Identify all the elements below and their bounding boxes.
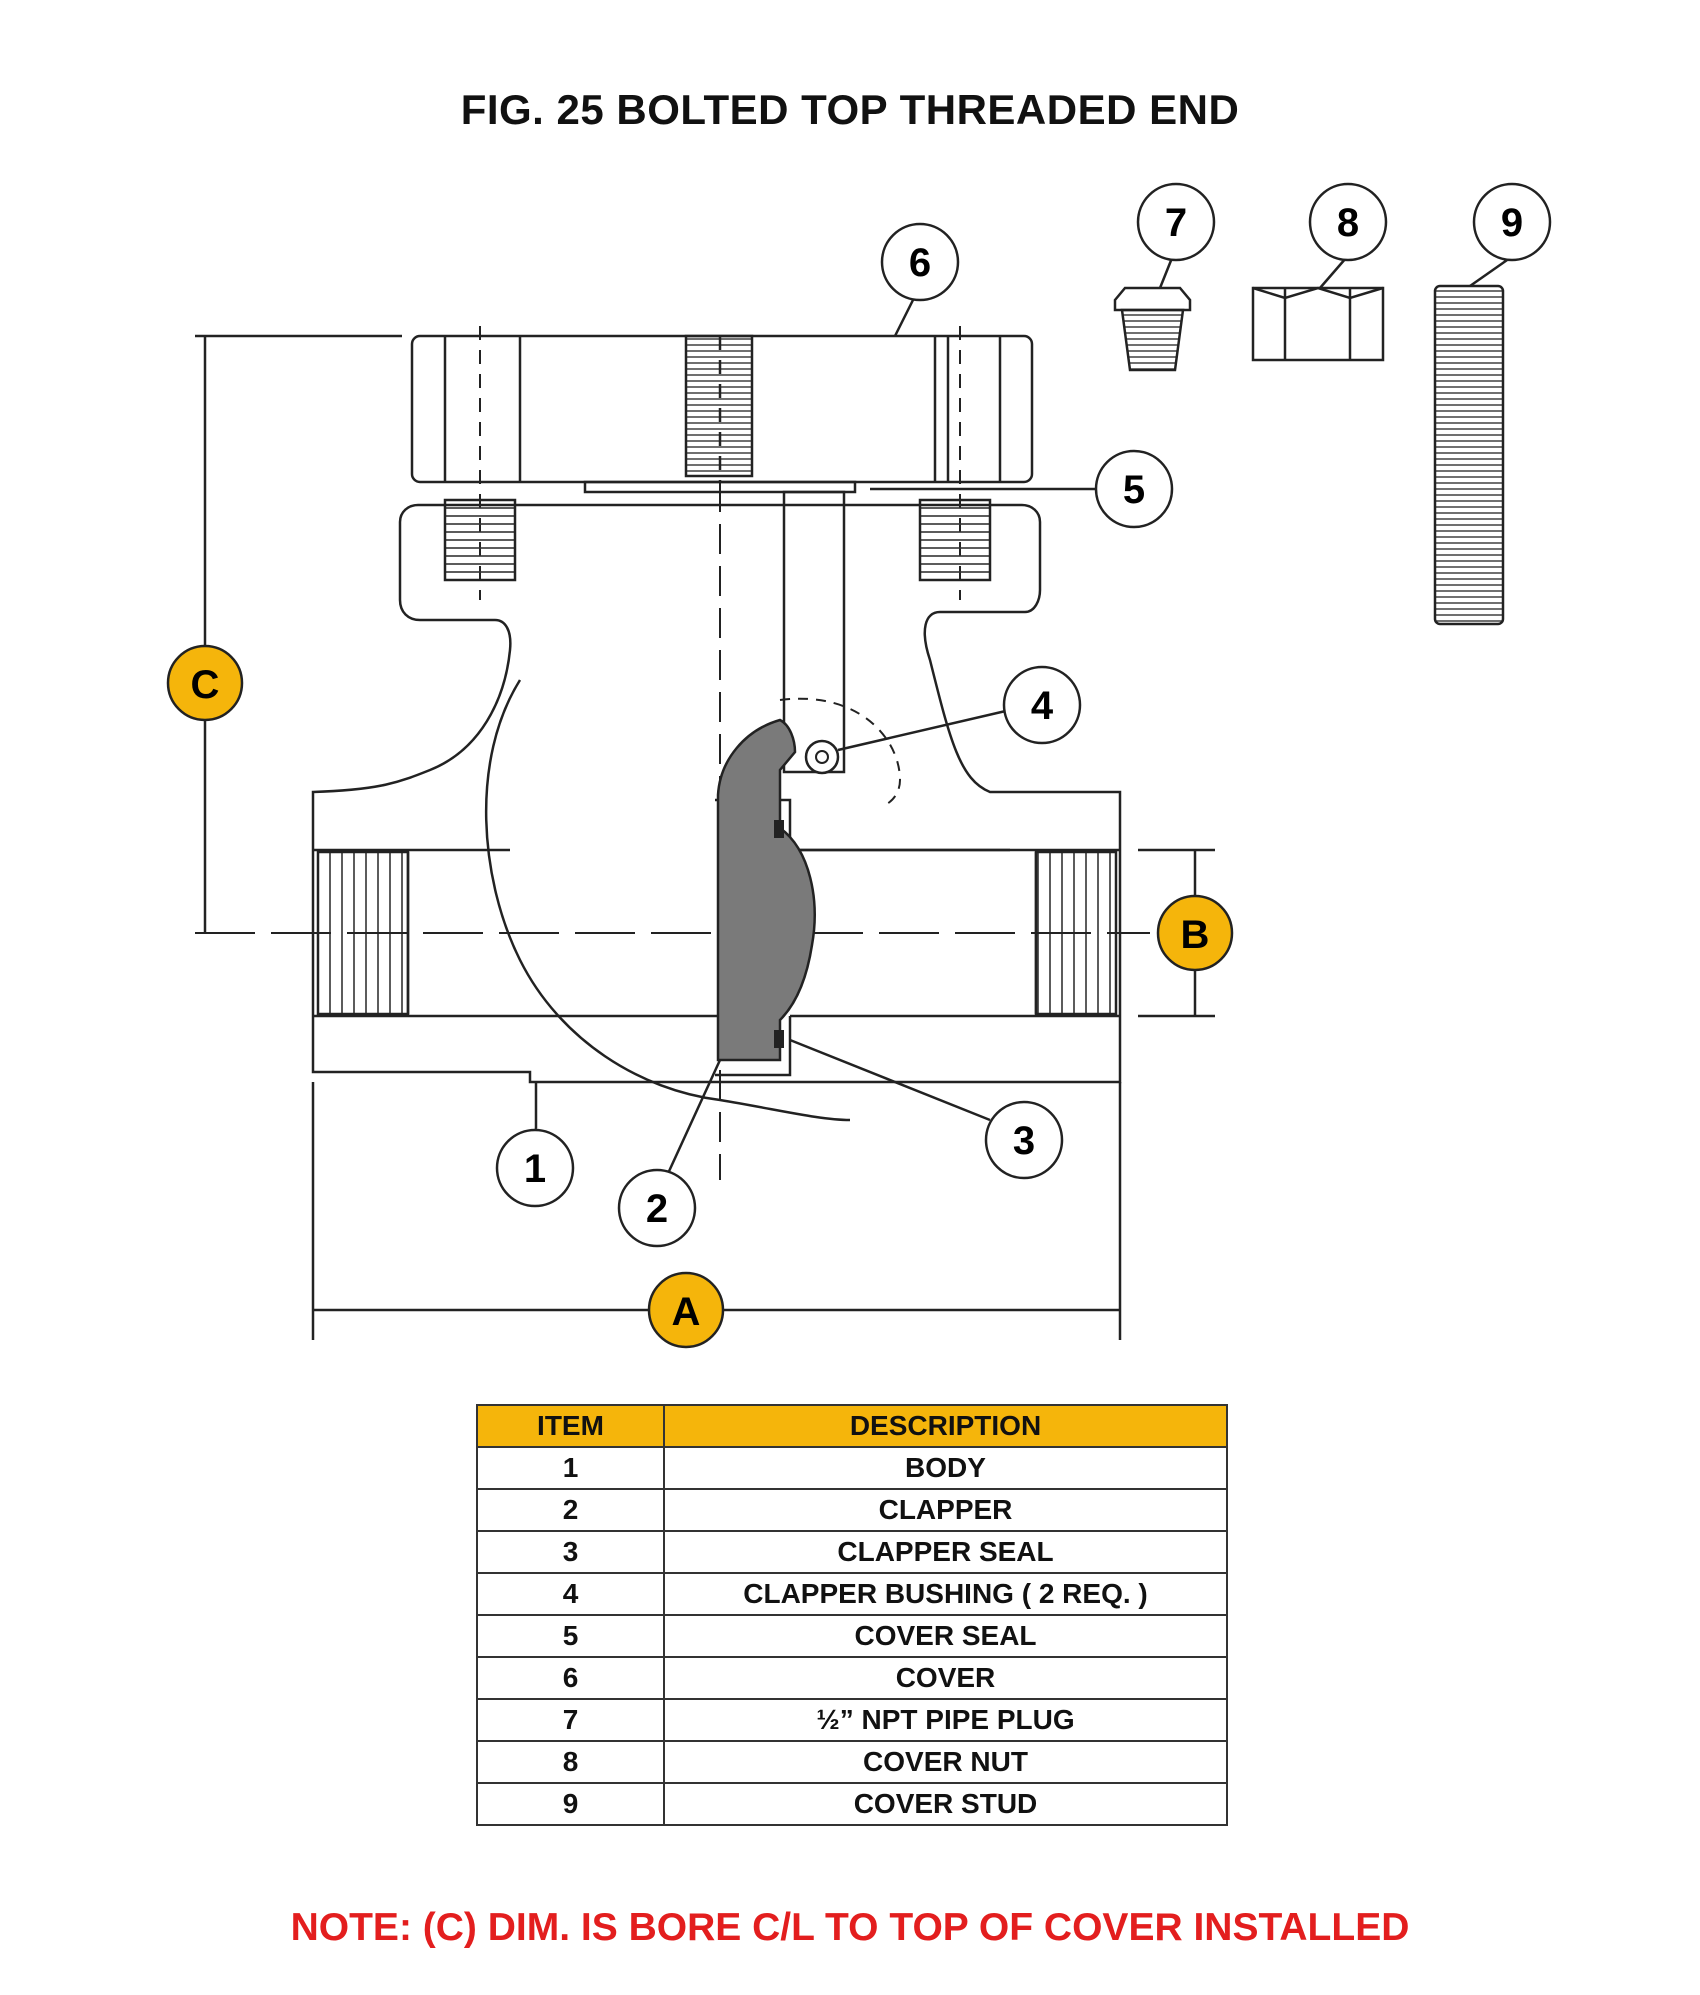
description-cell: CLAPPER SEAL bbox=[663, 1530, 1228, 1574]
dimension-b-label: B bbox=[1181, 913, 1210, 957]
dimension-badge-b: B bbox=[1156, 894, 1234, 972]
description-cell: BODY bbox=[663, 1446, 1228, 1490]
valve-drawing: 1 2 3 4 5 6 7 8 9 C B A bbox=[166, 182, 1552, 1349]
item-cell: 9 bbox=[476, 1782, 665, 1826]
dimension-c-label: C bbox=[191, 663, 220, 707]
cover-plug-bore bbox=[684, 334, 754, 478]
description-cell: COVER NUT bbox=[663, 1740, 1228, 1784]
item-cell: 6 bbox=[476, 1656, 665, 1700]
callout-6-label: 6 bbox=[909, 241, 931, 285]
item-cell: 8 bbox=[476, 1740, 665, 1784]
item-cell: 4 bbox=[476, 1572, 665, 1616]
clapper-bushing bbox=[804, 739, 840, 775]
leader-8 bbox=[1319, 257, 1347, 289]
left-stud-thread bbox=[443, 498, 517, 582]
dimension-a-label: A bbox=[672, 1290, 701, 1334]
callout-3-label: 3 bbox=[1013, 1119, 1035, 1163]
description-cell: CLAPPER BUSHING ( 2 REQ. ) bbox=[663, 1572, 1228, 1616]
callout-3: 3 bbox=[984, 1100, 1064, 1180]
item-cell: 2 bbox=[476, 1488, 665, 1532]
callout-7-label: 7 bbox=[1165, 201, 1187, 245]
callout-4: 4 bbox=[1002, 665, 1082, 745]
note-text: NOTE: (C) DIM. IS BORE C/L TO TOP OF COV… bbox=[290, 1906, 1410, 1949]
item-cell: 7 bbox=[476, 1698, 665, 1742]
leader-2 bbox=[663, 1059, 722, 1181]
callout-4-label: 4 bbox=[1031, 684, 1054, 728]
leader-9 bbox=[1469, 256, 1511, 288]
seat-lower bbox=[715, 1016, 792, 1077]
item-cell: 3 bbox=[476, 1530, 665, 1574]
callout-8-label: 8 bbox=[1337, 201, 1359, 245]
body-cavity bbox=[485, 679, 851, 1122]
description-cell: CLAPPER bbox=[663, 1488, 1228, 1532]
clapper-seal-lower bbox=[774, 1030, 784, 1048]
description-cell: COVER bbox=[663, 1656, 1228, 1700]
pipe-plug-part bbox=[1113, 286, 1192, 372]
dimension-badge-c: C bbox=[166, 644, 244, 722]
callout-7: 7 bbox=[1136, 182, 1216, 262]
callout-2-label: 2 bbox=[646, 1187, 668, 1231]
callout-9-label: 9 bbox=[1501, 201, 1523, 245]
figure-title: FIG. 25 BOLTED TOP THREADED END bbox=[460, 86, 1240, 133]
valve-body bbox=[311, 503, 1122, 1084]
callout-1: 1 bbox=[495, 1128, 575, 1208]
item-cell: 5 bbox=[476, 1614, 665, 1658]
description-header: DESCRIPTION bbox=[663, 1404, 1228, 1448]
description-cell: COVER STUD bbox=[663, 1782, 1228, 1826]
callout-8: 8 bbox=[1308, 182, 1388, 262]
cover-stud-part bbox=[1433, 284, 1505, 626]
cover-nut-part bbox=[1251, 286, 1385, 362]
hinge-arm bbox=[782, 490, 846, 774]
callout-1-label: 1 bbox=[524, 1147, 546, 1191]
callout-5: 5 bbox=[1094, 449, 1174, 529]
callout-2: 2 bbox=[617, 1168, 697, 1248]
leader-7 bbox=[1158, 257, 1174, 289]
swing-path bbox=[779, 697, 902, 806]
item-cell: 1 bbox=[476, 1446, 665, 1490]
table-header-row: ITEM DESCRIPTION bbox=[476, 1404, 1228, 1448]
description-cell: ½” NPT PIPE PLUG bbox=[663, 1698, 1228, 1742]
leader-4 bbox=[837, 708, 1011, 752]
description-cell: COVER SEAL bbox=[663, 1614, 1228, 1658]
callout-5-label: 5 bbox=[1123, 468, 1145, 512]
leader-3 bbox=[789, 1038, 991, 1122]
right-stud-thread bbox=[918, 498, 992, 582]
item-header: ITEM bbox=[476, 1404, 665, 1448]
callout-9: 9 bbox=[1472, 182, 1552, 262]
dimension-badge-a: A bbox=[647, 1271, 725, 1349]
callout-6: 6 bbox=[880, 222, 960, 302]
clapper-seal-upper bbox=[774, 820, 784, 838]
